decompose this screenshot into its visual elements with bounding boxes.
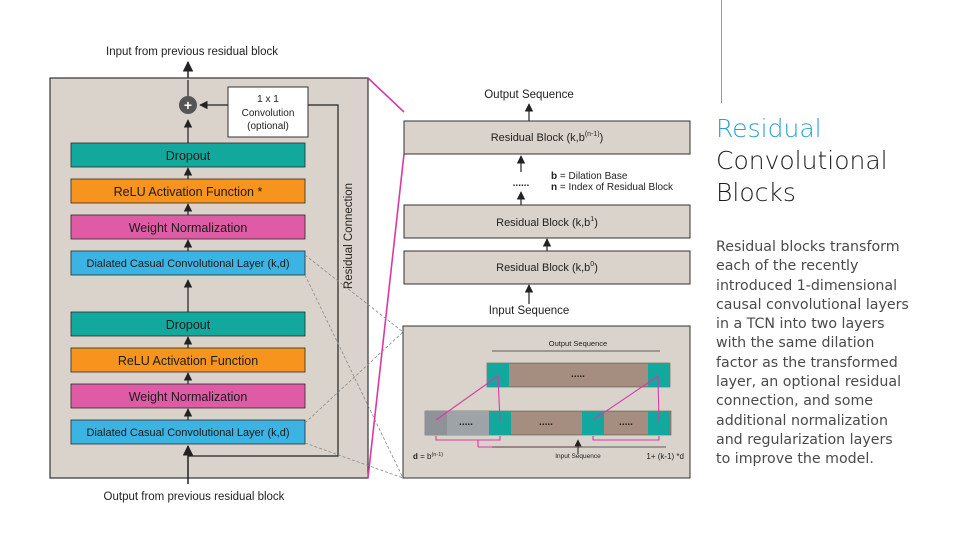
dropout-layer-upper — [70, 142, 306, 168]
padding-cell — [425, 411, 447, 435]
weightnorm-label-upper: Weight Normalization — [129, 221, 248, 235]
dilated-conv-layer-lower — [70, 419, 306, 445]
input-cell-2 — [582, 411, 604, 435]
residual-block-top — [403, 120, 691, 155]
relu-layer-lower — [70, 347, 306, 373]
input-cell-3 — [648, 411, 670, 435]
input-ellipsis-2: ..... — [619, 417, 633, 428]
weightnorm-layer-lower — [70, 383, 306, 409]
padding-ellipsis: ..... — [459, 417, 473, 428]
detail-zoom-line-1 — [304, 254, 404, 333]
residual-connection-label: Residual Connection — [343, 183, 355, 289]
residual-block-top-label: Residual Block (k,b(n-1)) — [491, 131, 604, 144]
stack-output-label: Output Sequence — [484, 89, 574, 101]
title-line-2: Convolutional — [716, 146, 888, 175]
input-cell-1 — [489, 411, 511, 435]
relu-label-upper: ReLU Activation Function * — [114, 185, 263, 199]
slide-title: Residual Convolutional Blocks — [716, 113, 952, 209]
output-ellipsis: ..... — [571, 369, 585, 380]
title-line-3: Blocks — [716, 178, 796, 207]
input-from-previous-label: Input from previous residual block — [106, 46, 278, 58]
divider-line — [721, 0, 722, 103]
residual-block-bottom-label: Residual Block (k,b0) — [496, 261, 598, 274]
slide-body-text: Residual blocks transform each of the re… — [716, 239, 909, 468]
title-line-1: Residual — [716, 114, 822, 143]
residual-block-mid-label: Residual Block (k,b1) — [496, 216, 598, 229]
legend-b: b = Dilation Base — [551, 171, 628, 182]
output-cell-right — [648, 363, 670, 387]
dilated-conv-label-lower: Dialated Casual Convolutional Layer (k,d… — [87, 427, 290, 439]
weightnorm-layer-upper — [70, 214, 306, 240]
relu-layer-upper — [70, 178, 306, 204]
detail-output-label: Output Sequence — [549, 339, 607, 348]
residual-block-panel — [49, 77, 369, 479]
detail-zoom-line-4 — [304, 442, 404, 479]
receptive-size-label: 1+ (k-1) *d — [646, 452, 684, 461]
add-node — [179, 96, 197, 114]
stack-ellipsis: ...... — [513, 178, 530, 189]
detail-zoom-line-2 — [304, 274, 404, 479]
conv-1x1-box — [227, 86, 309, 138]
zoom-line-bottom — [367, 153, 405, 479]
input-ellipsis-1: ..... — [539, 417, 553, 428]
d-label: d = b(n-1) — [413, 452, 443, 461]
detail-input-label: Input Sequence — [555, 453, 601, 460]
zoom-line-top — [367, 77, 405, 113]
relu-label-lower: ReLU Activation Function — [118, 354, 258, 368]
legend-n: n = Index of Residual Block — [551, 182, 674, 193]
weightnorm-label-lower: Weight Normalization — [129, 390, 248, 404]
detail-zoom-line-3 — [304, 331, 404, 424]
dropout-layer-lower — [70, 311, 306, 337]
residual-block-bottom — [403, 250, 691, 285]
plus-symbol: + — [184, 97, 192, 113]
output-from-previous-label: Output from previous residual block — [104, 491, 285, 503]
stack-input-label: Input Sequence — [489, 305, 570, 317]
conv-1x1-line2: Convolution — [242, 108, 295, 119]
output-cell-left — [487, 363, 509, 387]
conv-1x1-line3: (optional) — [247, 121, 289, 132]
dilated-conv-layer-upper — [70, 250, 306, 276]
conv-1x1-line1: 1 x 1 — [257, 94, 279, 105]
dropout-label-lower: Dropout — [166, 318, 211, 332]
dropout-label-upper: Dropout — [166, 149, 211, 163]
dilated-conv-label-upper: Dialated Casual Convolutional Layer (k,d… — [87, 258, 290, 270]
residual-block-mid — [403, 204, 691, 239]
